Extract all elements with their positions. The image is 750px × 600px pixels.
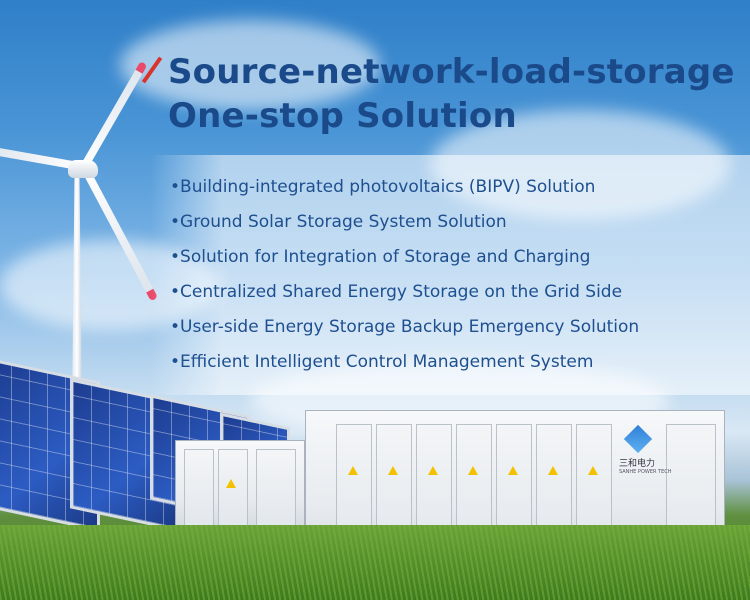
turbine-nacelle: [68, 160, 98, 178]
page-title: Source-network-load-storage One-stop Sol…: [168, 50, 735, 138]
list-item: •Solution for Integration of Storage and…: [170, 247, 591, 267]
warning-sign-icon: [348, 466, 358, 475]
turbine-blade: [80, 61, 148, 169]
container-logo-tagline: SANHE POWER TECH: [619, 469, 672, 475]
solutions-list: •Building-integrated photovoltaics (BIPV…: [170, 170, 639, 380]
warning-sign-icon: [428, 466, 438, 475]
company-logo-icon: [623, 424, 653, 454]
title-line-2: One-stop Solution: [168, 96, 517, 136]
list-background-band: [150, 155, 750, 395]
warning-sign-icon: [508, 466, 518, 475]
list-item: •Efficient Intelligent Control Managemen…: [170, 352, 594, 372]
turbine-tower: [72, 175, 82, 415]
grass-field: [0, 525, 750, 600]
container-logo-name: 三和电力: [619, 459, 656, 469]
warning-sign-icon: [588, 466, 598, 475]
title-line-1: Source-network-load-storage: [168, 52, 735, 92]
warning-sign-icon: [226, 479, 236, 488]
list-item: •Centralized Shared Energy Storage on th…: [170, 282, 623, 302]
list-item: •User-side Energy Storage Backup Emergen…: [170, 317, 640, 337]
list-item: •Ground Solar Storage System Solution: [170, 212, 507, 232]
cloud: [120, 20, 380, 110]
warning-sign-icon: [468, 466, 478, 475]
storage-container-small: [175, 440, 305, 540]
warning-sign-icon: [388, 466, 398, 475]
list-item: •Building-integrated photovoltaics (BIPV…: [170, 177, 596, 197]
warning-sign-icon: [548, 466, 558, 475]
